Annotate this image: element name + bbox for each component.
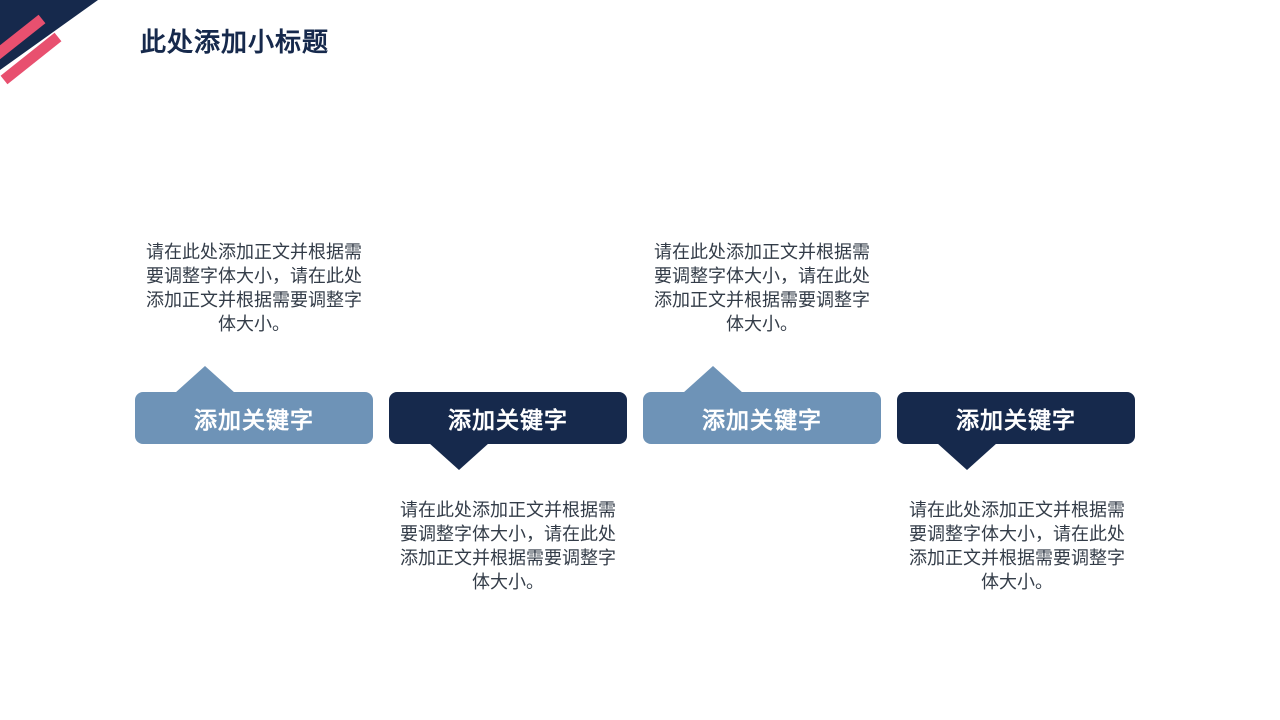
keyword-label-2: 添加关键字 [448,407,568,433]
body-text-2: 请在此处添加正文并根据需要调整字体大小，请在此处添加正文并根据需要调整字体大小。 [400,500,616,592]
pointer-down-icon [937,443,997,470]
body-text-4: 请在此处添加正文并根据需要调整字体大小，请在此处添加正文并根据需要调整字体大小。 [909,500,1125,592]
keyword-box-1: 添加关键字 [135,366,373,444]
pointer-down-icon [429,443,489,470]
body-text-3: 请在此处添加正文并根据需要调整字体大小，请在此处添加正文并根据需要调整字体大小。 [654,242,870,334]
keyword-label-3: 添加关键字 [702,407,822,433]
slide-title: 此处添加小标题 [140,27,330,57]
keyword-box-3: 添加关键字 [643,366,881,444]
keyword-box-2: 添加关键字 [389,392,627,470]
keyword-box-4: 添加关键字 [897,392,1135,470]
keyword-label-4: 添加关键字 [956,407,1076,433]
pointer-up-icon [175,366,235,393]
keyword-row: 添加关键字 添加关键字 添加关键字 添加关键字 [135,366,1135,470]
keyword-label-1: 添加关键字 [194,407,314,433]
corner-decoration [0,0,140,110]
pointer-up-icon [683,366,743,393]
corner-decoration-graphic [0,0,98,85]
body-text-1: 请在此处添加正文并根据需要调整字体大小，请在此处添加正文并根据需要调整字体大小。 [146,242,362,334]
